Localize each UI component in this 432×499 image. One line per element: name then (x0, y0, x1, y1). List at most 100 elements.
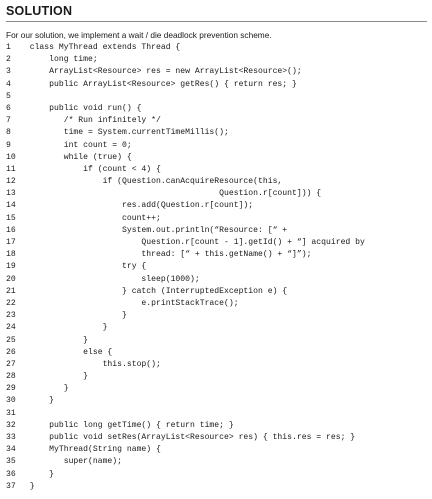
code-line: 1 class MyThread extends Thread { (6, 42, 428, 54)
code-text: else { (20, 347, 113, 357)
line-number: 21 (6, 286, 16, 296)
line-number: 14 (6, 201, 16, 211)
code-text: public long getTime() { return time; } (20, 420, 234, 430)
code-text: } (20, 396, 54, 406)
code-text: } (20, 323, 108, 333)
code-line: 17 Question.r[count - 1].getId() + “] ac… (6, 237, 428, 249)
code-text: } (20, 481, 35, 491)
code-text: thread: [“ + this.getName() + “]”); (20, 250, 312, 260)
code-text: try { (20, 262, 147, 272)
code-text: sleep(1000); (20, 274, 200, 284)
code-line: 36 } (6, 469, 428, 481)
line-number: 27 (6, 359, 16, 369)
line-number: 23 (6, 311, 16, 321)
code-line: 24 } (6, 322, 428, 334)
line-number: 33 (6, 433, 16, 442)
line-number: 10 (6, 152, 16, 162)
intro-text: For our solution, we implement a wait / … (6, 30, 272, 40)
line-number: 34 (6, 445, 16, 455)
code-text: count++; (20, 213, 161, 223)
code-line: 8 time = System.currentTimeMillis(); (6, 127, 428, 139)
code-line: 7 /* Run infinitely */ (6, 115, 428, 127)
code-line: 25 } (6, 335, 428, 347)
code-text: Question.r[count])) { (20, 189, 322, 199)
code-listing: 1 class MyThread extends Thread {2 long … (6, 42, 428, 493)
line-number: 35 (6, 457, 16, 467)
line-number: 15 (6, 213, 16, 223)
code-line: 9 int count = 0; (6, 140, 428, 152)
code-text: public ArrayList<Resource> getRes() { re… (20, 79, 297, 89)
code-text: } (20, 384, 69, 394)
line-number: 7 (6, 116, 11, 126)
code-line: 28 } (6, 371, 428, 383)
code-line: 26 else { (6, 347, 428, 359)
code-text: int count = 0; (20, 140, 132, 150)
line-number: 28 (6, 372, 16, 382)
code-line: 14 res.add(Question.r[count]); (6, 200, 428, 212)
code-text: while (true) { (20, 152, 132, 162)
code-text: this.stop(); (20, 359, 161, 369)
code-line: 18 thread: [“ + this.getName() + “]”); (6, 249, 428, 261)
code-line: 19 try { (6, 261, 428, 273)
code-line: 4 public ArrayList<Resource> getRes() { … (6, 79, 428, 91)
line-number: 2 (6, 55, 11, 65)
code-line: 23 } (6, 310, 428, 322)
heading-divider (6, 21, 427, 22)
line-number: 19 (6, 262, 16, 272)
code-text: MyThread(String name) { (20, 445, 161, 455)
code-text: res.add(Question.r[count]); (20, 201, 254, 211)
code-line: 21 } catch (InterruptedException e) { (6, 286, 428, 298)
code-line: 35 super(name); (6, 456, 428, 468)
code-line: 37 } (6, 481, 428, 493)
code-line: 12 if (Question.canAcquireResource(this, (6, 176, 428, 188)
code-text: System.out.println(“Resource: [“ + (20, 225, 288, 235)
code-line: 3 ArrayList<Resource> res = new ArrayLis… (6, 66, 428, 78)
code-line: 29 } (6, 383, 428, 395)
line-number: 31 (6, 408, 16, 418)
code-line: 20 sleep(1000); (6, 274, 428, 286)
code-text: if (Question.canAcquireResource(this, (20, 177, 283, 187)
code-line: 6 public void run() { (6, 103, 428, 115)
code-line: 22 e.printStackTrace(); (6, 298, 428, 310)
code-text: } (20, 311, 127, 321)
code-text: } (20, 469, 54, 479)
section-heading: SOLUTION (6, 4, 73, 18)
line-number: 13 (6, 189, 16, 199)
code-line: 5 (6, 91, 428, 103)
code-text: super(name); (20, 457, 122, 467)
line-number: 11 (6, 164, 16, 174)
line-number: 4 (6, 79, 11, 89)
line-number: 37 (6, 481, 16, 491)
line-number: 32 (6, 420, 16, 430)
code-line: 27 this.stop(); (6, 359, 428, 371)
code-line: 32 public long getTime() { return time; … (6, 420, 428, 432)
line-number: 29 (6, 384, 16, 394)
code-text: class MyThread extends Thread { (20, 43, 181, 52)
line-number: 30 (6, 396, 16, 406)
line-number: 6 (6, 103, 11, 113)
code-text (20, 91, 428, 103)
code-line: 2 long time; (6, 54, 428, 66)
line-number: 12 (6, 177, 16, 187)
code-text: } (20, 335, 88, 345)
line-number: 24 (6, 323, 16, 333)
line-number: 26 (6, 347, 16, 357)
line-number: 20 (6, 274, 16, 284)
code-text: ArrayList<Resource> res = new ArrayList<… (20, 67, 302, 77)
code-text: } catch (InterruptedException e) { (20, 286, 288, 296)
code-text: } (20, 372, 88, 382)
code-text: if (count < 4) { (20, 164, 161, 174)
code-line: 34 MyThread(String name) { (6, 444, 428, 456)
code-text: public void setRes(ArrayList<Resource> r… (20, 433, 356, 442)
line-number: 1 (6, 43, 11, 52)
code-line: 30 } (6, 395, 428, 407)
code-line: 15 count++; (6, 213, 428, 225)
line-number: 17 (6, 238, 16, 247)
code-line: 16 System.out.println(“Resource: [“ + (6, 225, 428, 237)
code-text: e.printStackTrace(); (20, 298, 239, 308)
line-number: 5 (6, 91, 11, 101)
code-line: 10 while (true) { (6, 152, 428, 164)
code-text (20, 408, 428, 420)
line-number: 22 (6, 298, 16, 308)
